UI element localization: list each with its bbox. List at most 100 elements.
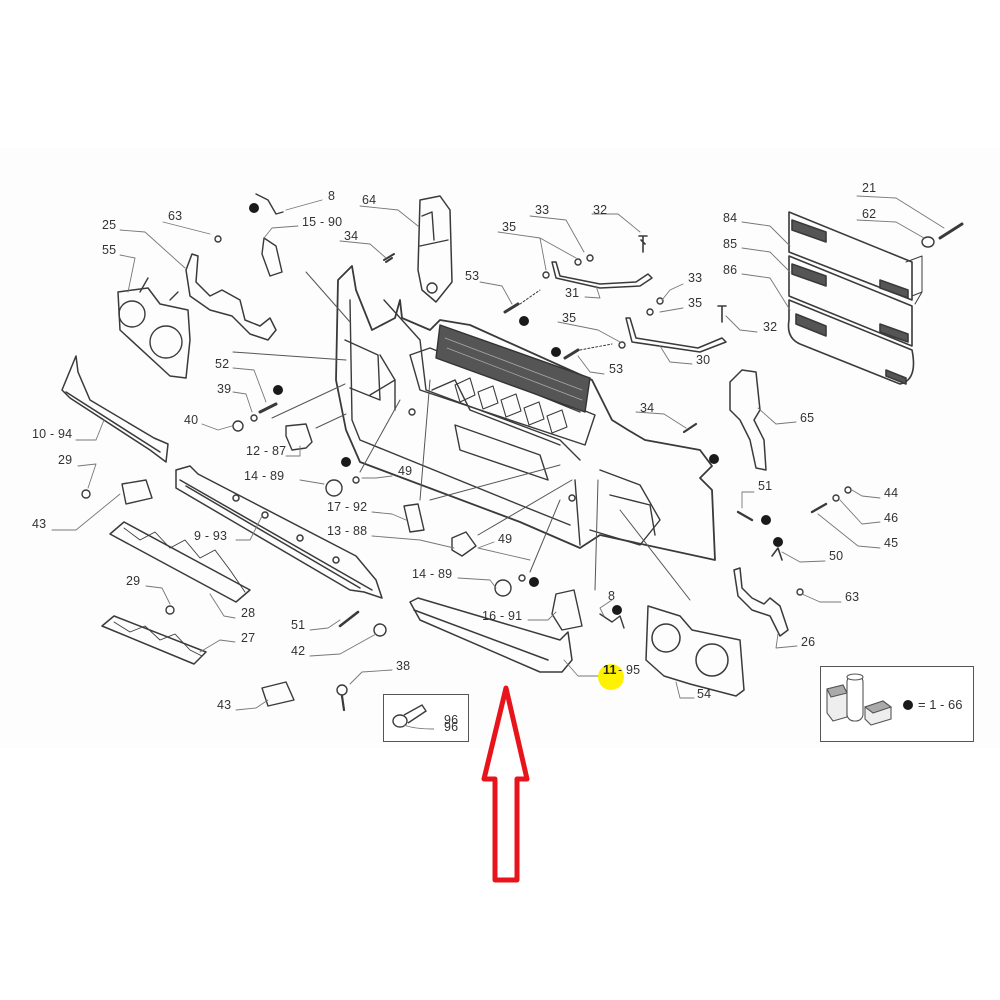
part-label-26: 26 (801, 635, 816, 649)
part-label-44: 44 (884, 486, 899, 500)
part-label-35a: 35 (502, 220, 517, 234)
part-label-43b: 43 (217, 698, 232, 712)
bolt-32-mid (717, 305, 727, 323)
part-label-8a: 8 (328, 189, 336, 203)
cover-13-88 (451, 531, 477, 557)
part-label-9-93: 9 - 93 (194, 529, 228, 543)
wire-8-top (255, 193, 284, 215)
plug-14-89-left (325, 479, 343, 497)
part-label-49b: 49 (498, 532, 513, 546)
legend-dot-icon (903, 700, 913, 710)
grille-panel-85 (788, 255, 913, 347)
bracket-31 (551, 261, 653, 289)
part-label-29b: 29 (126, 574, 141, 588)
washer-39 (250, 414, 258, 422)
diagram-background (0, 148, 1000, 748)
lower-trim-11-95 (409, 597, 573, 673)
headlamp-housing-right (645, 605, 745, 697)
part-label-84: 84 (723, 211, 738, 225)
plug-14-89-right (494, 579, 512, 597)
headlamp-housing-left (117, 277, 191, 379)
part-label-96: 96 (444, 713, 459, 727)
part-label-86: 86 (723, 263, 738, 277)
stud-52 (258, 402, 278, 414)
consumables-icon (826, 673, 893, 726)
clip-50 (771, 547, 783, 561)
stud-53-mid (563, 348, 580, 360)
part-label-51a: 51 (758, 479, 773, 493)
part-label-11: 11 (603, 663, 617, 677)
inset-bolt-96: 96 (383, 694, 469, 742)
part-label-39: 39 (217, 382, 232, 396)
part-label-51b: 51 (291, 618, 306, 632)
deflector-15-90 (261, 237, 283, 277)
part-label-45: 45 (884, 536, 899, 550)
part-label-12-87: 12 - 87 (246, 444, 287, 458)
part-label-40: 40 (184, 413, 199, 427)
part-label-17-92: 17 - 92 (327, 500, 368, 514)
bolt-icon (392, 704, 435, 730)
trim-10-94 (61, 355, 169, 463)
bracket-64 (417, 195, 453, 303)
part-label-35b: 35 (688, 296, 703, 310)
legend-box: = 1 - 66 (820, 666, 974, 742)
beam-9-93 (175, 465, 383, 599)
part-label-53a: 53 (465, 269, 480, 283)
part-label-65: 65 (800, 411, 815, 425)
part-label-38: 38 (396, 659, 411, 673)
standard-hardware-dots (249, 203, 783, 615)
part-label-14-89b: 14 - 89 (412, 567, 453, 581)
part-label-63b: 63 (845, 590, 860, 604)
part-label-8b: 8 (608, 589, 616, 603)
bracket-26 (733, 567, 789, 637)
part-label-30: 30 (696, 353, 711, 367)
nut-40 (232, 420, 244, 432)
screw-51-left (338, 610, 360, 628)
bolt-45 (810, 502, 828, 514)
part-label-34a: 34 (344, 229, 359, 243)
part-label-15-90: 15 - 90 (302, 215, 343, 229)
washer-46 (832, 494, 840, 502)
part-label-31: 31 (565, 286, 580, 300)
part-label-53b: 53 (609, 362, 624, 376)
part-label-33b: 33 (688, 271, 703, 285)
part-label-32b: 32 (763, 320, 778, 334)
part-label-10-94: 10 - 94 (32, 427, 73, 441)
part-label-49a: 49 (398, 464, 413, 478)
cover-17-92 (403, 503, 425, 533)
part-label-16-91: 16 - 91 (482, 609, 523, 623)
part-label-32a: 32 (593, 203, 608, 217)
bracket-25 (185, 253, 277, 341)
part-label-33a: 33 (535, 203, 550, 217)
part-label-25: 25 (102, 218, 117, 232)
bracket-30 (625, 317, 727, 353)
part-label-50: 50 (829, 549, 844, 563)
bolt-32-top (638, 235, 648, 253)
part-label-63a: 63 (168, 209, 183, 223)
clip-29-top (81, 489, 91, 499)
upper-grille (435, 324, 591, 413)
stud-53-top (503, 302, 520, 314)
part-label-46: 46 (884, 511, 899, 525)
bumper-shell (335, 265, 716, 561)
part-label-42: 42 (291, 644, 306, 658)
fastener-34-right (682, 422, 698, 434)
part-label-64: 64 (362, 193, 377, 207)
screw-38 (336, 684, 348, 712)
deflector-65 (729, 369, 767, 471)
part-label-62: 62 (862, 207, 877, 221)
part-label-27: 27 (241, 631, 256, 645)
bolt-21 (938, 222, 964, 240)
clip-63-right (796, 588, 804, 596)
mesh-28 (109, 521, 251, 603)
grille-panel-86 (787, 299, 915, 385)
part-label-35c: 35 (562, 311, 577, 325)
part-label-28: 28 (241, 606, 256, 620)
label-96: 96 (444, 720, 459, 734)
mesh-27 (101, 615, 207, 665)
screw-51-right (736, 510, 754, 522)
part-label-29a: 29 (58, 453, 73, 467)
center-slats (454, 377, 568, 434)
highlight-marker (598, 664, 624, 690)
